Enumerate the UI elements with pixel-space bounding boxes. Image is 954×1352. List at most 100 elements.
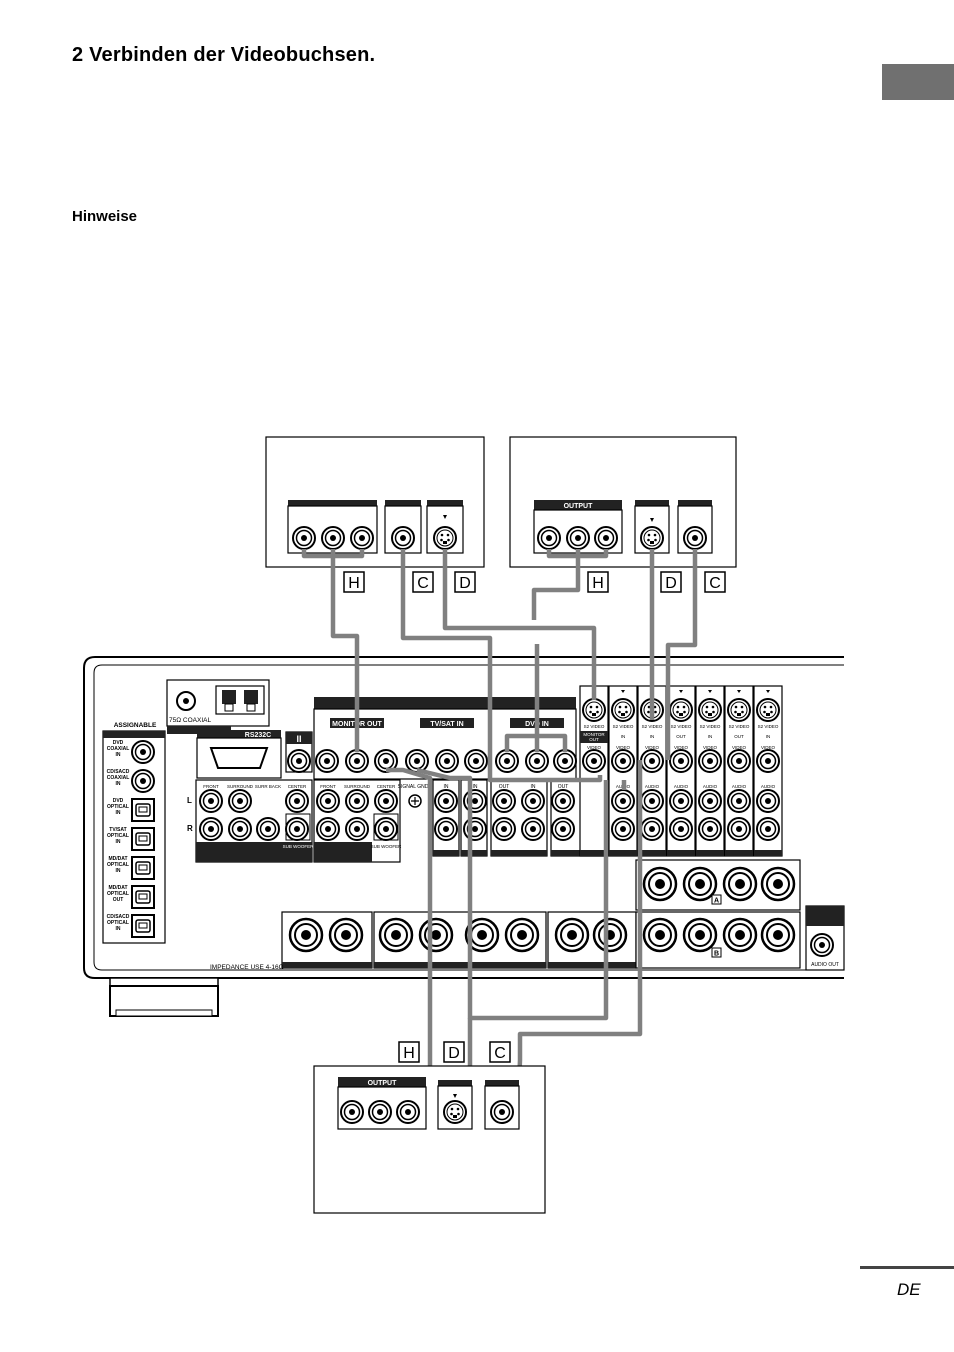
receiver-back-panel: 75Ω COAXIAL ASSIGNABLE DVDCOAXIALINCD/SA…: [83, 656, 845, 1017]
svg-text:C: C: [494, 1045, 506, 1062]
svg-text:D: D: [448, 1045, 460, 1062]
svg-text:S2 VIDEO: S2 VIDEO: [613, 724, 634, 729]
audio-io-label-1: IN: [473, 784, 478, 790]
svg-text:D: D: [665, 575, 677, 592]
footer-rule: [860, 1266, 954, 1269]
svg-text:VIDEO: VIDEO: [674, 745, 689, 750]
svg-text:IN: IN: [116, 868, 121, 874]
page-heading: 2 Verbinden der Videobuchsen.: [72, 44, 376, 66]
svg-text:S2 VIDEO: S2 VIDEO: [700, 724, 721, 729]
svg-text:S2 VIDEO: S2 VIDEO: [584, 724, 605, 729]
svg-text:R: R: [187, 824, 193, 833]
preout-label-0: FRONT: [320, 784, 336, 789]
svg-text:AUDIO: AUDIO: [732, 784, 747, 789]
svg-text:OPTICAL: OPTICAL: [107, 833, 129, 839]
svg-text:H: H: [403, 1045, 415, 1062]
svg-text:S2 VIDEO: S2 VIDEO: [729, 724, 750, 729]
svg-text:S2 VIDEO: S2 VIDEO: [671, 724, 692, 729]
cable-label-d-3: D: [443, 1041, 465, 1063]
svg-text:COAXIAL: COAXIAL: [107, 775, 130, 781]
svg-text:IN: IN: [116, 839, 121, 845]
audio-io-label-0: IN: [444, 784, 449, 790]
svg-text:CD/SACD: CD/SACD: [107, 914, 130, 920]
svg-text:IN: IN: [116, 810, 121, 816]
svg-text:MD/DAT: MD/DAT: [108, 885, 127, 891]
svg-text:H: H: [592, 575, 604, 592]
svg-text:OPTICAL: OPTICAL: [107, 920, 129, 926]
svg-text:DVD: DVD: [113, 740, 124, 746]
svg-text:VIDEO: VIDEO: [761, 745, 776, 750]
svg-text:D: D: [459, 575, 471, 592]
cable-label-h-3: H: [398, 1041, 420, 1063]
coaxial-label: 75Ω COAXIAL: [169, 717, 211, 724]
svg-text:SIGNAL GND: SIGNAL GND: [398, 784, 429, 790]
svg-text:H: H: [348, 575, 360, 592]
speaker-label-1: SURROUND: [227, 784, 254, 789]
svg-text:AUDIO: AUDIO: [761, 784, 776, 789]
speaker-label-0: FRONT: [203, 784, 219, 789]
svg-text:CD/SACD: CD/SACD: [107, 769, 130, 775]
assignable-label: ASSIGNABLE: [114, 722, 157, 729]
svg-text:II: II: [296, 734, 301, 744]
audio-io-label-2: OUT: [499, 784, 510, 790]
svg-text:IN: IN: [708, 734, 713, 739]
section-tab: [882, 64, 954, 100]
svg-text:OPTICAL: OPTICAL: [107, 862, 129, 868]
cable-label-h-2: H: [587, 571, 609, 593]
svg-text:C: C: [417, 575, 429, 592]
svg-text:OPTICAL: OPTICAL: [107, 891, 129, 897]
output-label-3: OUTPUT: [368, 1080, 398, 1087]
video-column-5: S2 VIDEO OUT VIDEO AUDIO: [724, 685, 754, 857]
svg-text:IN: IN: [621, 734, 626, 739]
svg-text:DVD: DVD: [113, 798, 124, 804]
svg-text:OPTICAL: OPTICAL: [107, 804, 129, 810]
tvsat-in-label: TV/SAT IN: [430, 721, 463, 728]
preout-label-1: SURROUND: [344, 784, 371, 789]
svg-text:IN: IN: [650, 734, 655, 739]
preout-subwoofer-label: SUB WOOFER: [371, 844, 403, 849]
svg-text:IN: IN: [766, 734, 771, 739]
svg-text:B: B: [714, 951, 719, 958]
svg-text:AUDIO: AUDIO: [674, 784, 689, 789]
svg-text:OUT: OUT: [589, 737, 599, 742]
footer-language: DE: [897, 1280, 921, 1299]
cable-label-c-3: C: [489, 1041, 511, 1063]
cable-label-c-2: C: [704, 571, 726, 593]
cable-label-d-2: D: [660, 571, 682, 593]
svg-text:S2 VIDEO: S2 VIDEO: [642, 724, 663, 729]
speaker-label-3: CENTER: [288, 784, 307, 789]
svg-text:IN: IN: [116, 926, 121, 932]
svg-text:VIDEO: VIDEO: [732, 745, 747, 750]
svg-text:TV/SAT: TV/SAT: [109, 827, 126, 833]
audio-io-label-3: IN: [531, 784, 536, 790]
svg-text:MD/DAT: MD/DAT: [108, 856, 127, 862]
speaker-label-2: SURR BACK: [255, 784, 281, 789]
svg-text:VIDEO: VIDEO: [587, 745, 602, 750]
svg-text:COAXIAL: COAXIAL: [107, 746, 130, 752]
impedance-label: IMPEDANCE USE 4-16Ω: [210, 964, 284, 971]
svg-text:MONITOR: MONITOR: [583, 732, 605, 737]
svg-text:IN: IN: [116, 781, 121, 787]
notes-heading: Hinweise: [72, 208, 138, 225]
cable-label-h-1: H: [343, 571, 365, 593]
svg-text:L: L: [187, 796, 192, 805]
rs232c-label: RS232C: [245, 732, 271, 739]
svg-text:OUT: OUT: [734, 734, 744, 739]
svg-text:AUDIO: AUDIO: [703, 784, 718, 789]
preout-label-2: CENTER: [377, 784, 396, 789]
video-column-6: S2 VIDEO IN VIDEO AUDIO: [753, 685, 783, 857]
svg-text:AUDIO OUT: AUDIO OUT: [811, 962, 839, 968]
cable-label-d-1: D: [454, 571, 476, 593]
svg-text:VIDEO: VIDEO: [645, 745, 660, 750]
svg-text:S2 VIDEO: S2 VIDEO: [758, 724, 779, 729]
